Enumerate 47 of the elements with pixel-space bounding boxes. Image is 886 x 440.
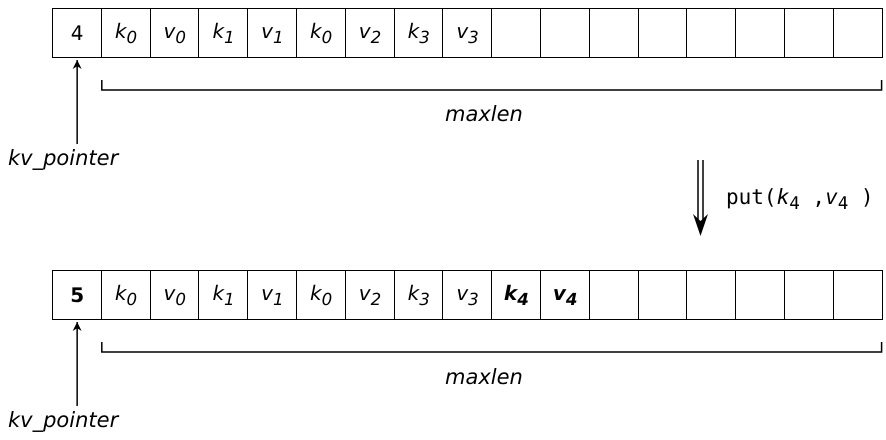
key-value-entry: k$_{3}$ — [408, 281, 430, 309]
array-cell — [198, 8, 249, 58]
counter-value: 5 — [70, 283, 84, 307]
key-value-entry: v$_{4}$ — [552, 281, 578, 309]
key-value-entry: k$_{1}$ — [212, 281, 235, 309]
key-value-entry: k$_{3}$ — [408, 19, 430, 47]
key-value-entry: v$_{0}$ — [164, 19, 186, 47]
span-label: maxlen — [445, 365, 523, 389]
array-cell — [150, 270, 200, 320]
operation-label: put(k$_{4}$ ,v$_{4}$ ) — [726, 185, 874, 214]
array-cell — [344, 270, 396, 320]
pointer-arrow — [72, 60, 82, 144]
array-cell — [394, 8, 444, 58]
key-value-entry: k$_{0}$ — [310, 281, 332, 309]
pointer-label: kv_pointer — [8, 408, 118, 432]
key-value-entry: k$_{4}$ — [504, 281, 529, 309]
key-value-entry: v$_{0}$ — [164, 281, 186, 309]
array-cell — [247, 8, 298, 58]
key-value-entry: k$_{0}$ — [310, 19, 332, 47]
array-cell — [442, 270, 493, 320]
array-cell — [100, 270, 152, 320]
key-value-entry: v$_{2}$ — [358, 19, 382, 47]
array-cell — [344, 8, 396, 58]
key-value-entry: v$_{1}$ — [261, 281, 284, 309]
key-value-entry: k$_{0}$ — [114, 281, 138, 309]
counter-value: 4 — [70, 21, 84, 45]
key-value-entry: k$_{0}$ — [114, 19, 138, 47]
span-label: maxlen — [445, 102, 523, 126]
key-value-entry: v$_{3}$ — [456, 19, 479, 47]
array-cell — [198, 270, 249, 320]
array-cell — [150, 8, 200, 58]
key-value-entry: v$_{2}$ — [358, 281, 382, 309]
array-cell — [100, 8, 152, 58]
array-cell — [52, 270, 102, 320]
key-value-entry: k$_{1}$ — [212, 19, 235, 47]
pointer-label: kv_pointer — [8, 146, 118, 170]
array-cell — [52, 8, 102, 58]
array-cell — [491, 270, 542, 320]
pointer-arrow — [72, 322, 82, 406]
key-value-entry: v$_{3}$ — [456, 281, 479, 309]
array-cell — [296, 270, 346, 320]
array-cell — [394, 270, 444, 320]
array-cell — [247, 270, 298, 320]
key-value-entry: v$_{1}$ — [261, 19, 284, 47]
array-cell — [296, 8, 346, 58]
array-cell — [442, 8, 493, 58]
array-cell — [540, 270, 590, 320]
